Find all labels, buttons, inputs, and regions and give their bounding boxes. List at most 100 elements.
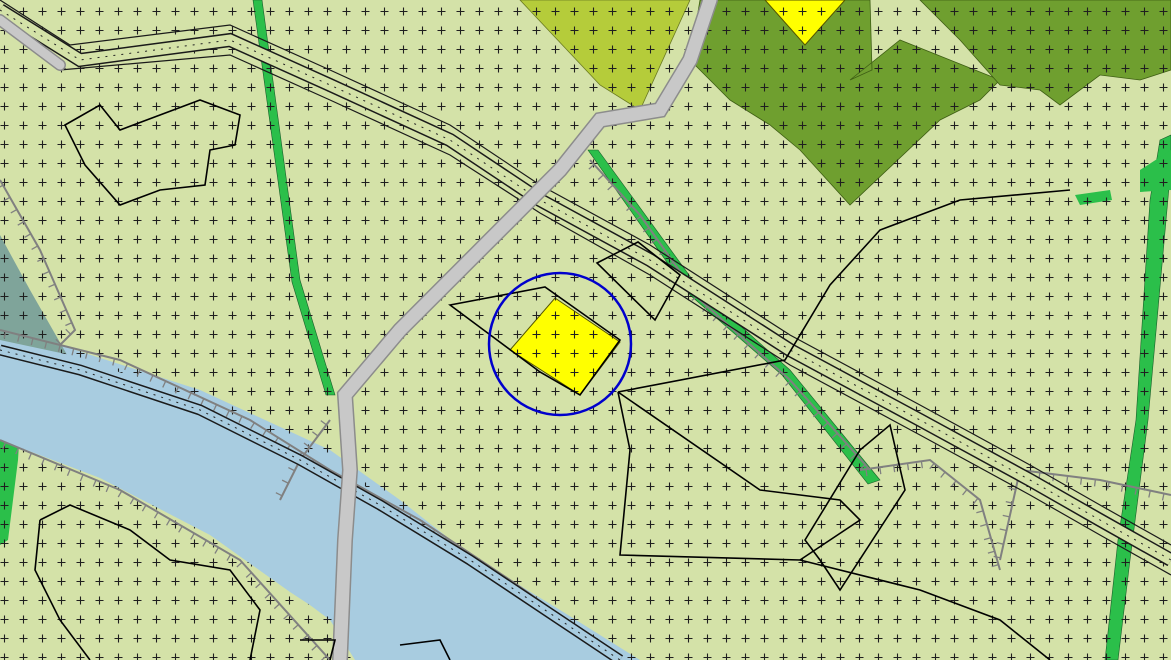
embankment-tick: [929, 462, 935, 470]
embankment-tick: [813, 411, 820, 418]
embankment-tick: [92, 479, 97, 487]
embankment-tick: [785, 380, 792, 387]
embankment-lines: [0, 159, 1171, 660]
embankment-tick: [976, 510, 984, 514]
embankment-tick: [153, 511, 159, 519]
embankment-tick: [225, 410, 230, 418]
embankment-tick: [616, 195, 623, 201]
embankment-tick: [48, 283, 56, 288]
embankment-tick: [44, 341, 48, 349]
embankment-tick: [607, 184, 614, 191]
embankment-tick: [1080, 477, 1083, 485]
embankment-tick: [850, 453, 857, 460]
embankment-tick: [55, 338, 62, 345]
embankment-tick: [98, 355, 102, 363]
embankment-tick: [794, 390, 801, 397]
embankment-tick: [261, 429, 267, 437]
embankment-tick: [1005, 501, 1013, 504]
embankment-tick: [320, 420, 327, 426]
embankment-tick: [996, 542, 1004, 545]
embankment-tick: [1008, 487, 1016, 491]
embankment-tick: [255, 582, 262, 589]
embankment-tick: [17, 221, 25, 226]
embankment-tick: [236, 561, 243, 568]
embankment-tick: [822, 422, 829, 428]
embankment-tick: [865, 469, 868, 477]
embankment-tick: [840, 443, 848, 449]
embankment-tick: [303, 442, 310, 448]
embankment-tick: [31, 245, 39, 251]
embankment-tick: [41, 458, 45, 466]
embankment-tick: [702, 305, 708, 313]
embankment-tick: [588, 163, 595, 170]
embankment-tick: [200, 398, 205, 406]
embankment-tick: [712, 315, 719, 322]
embankment-tick: [3, 196, 11, 202]
embankment-tick: [1002, 514, 1010, 518]
embankment-tick: [920, 461, 924, 469]
embankment-tick: [3, 331, 7, 339]
embankment-tick: [991, 564, 999, 568]
embankment-tick: [264, 593, 271, 599]
embankment-tick: [214, 547, 220, 554]
embankment-tick: [162, 380, 167, 388]
embankment-tick: [301, 634, 309, 641]
embankment-tick: [57, 344, 61, 352]
embankment-tick: [311, 645, 318, 651]
embankment-tick: [30, 338, 34, 346]
embankment-tick: [879, 467, 882, 475]
embankment-tick: [906, 463, 910, 471]
embankment-tick: [951, 480, 957, 487]
embankment-tick: [987, 550, 995, 554]
embankment-tick: [722, 324, 729, 331]
embankment-tick: [626, 205, 633, 212]
embankment-tick: [1107, 481, 1110, 489]
embankment-tick: [859, 464, 866, 470]
embankment-tick: [53, 296, 61, 301]
embankment-tick: [112, 358, 116, 366]
embankment-tick: [1093, 479, 1097, 487]
embankment-tick: [0, 184, 4, 188]
embankment-tick: [124, 363, 129, 371]
embankment-tick: [273, 603, 280, 610]
embankment-tick: [190, 533, 195, 540]
embankment-tick: [281, 479, 289, 484]
embankment-tick: [651, 238, 658, 244]
embankment-tick: [66, 468, 71, 476]
embankment-tick: [149, 374, 154, 382]
embankment-tick: [980, 523, 988, 527]
parcel-boundary: [34, 99, 1071, 660]
embankment-tick: [174, 386, 179, 394]
embankment-tick: [893, 465, 896, 473]
embankment-tick: [15, 447, 20, 455]
embankment-tick: [117, 490, 123, 498]
embankment-tick: [202, 540, 207, 547]
embankment-tick: [42, 270, 50, 275]
embankment-tick: [1161, 493, 1165, 501]
selection-circle[interactable]: [487, 271, 633, 417]
embankment-tick: [129, 497, 135, 505]
embankment-tick: [65, 322, 73, 327]
embankment-tick: [972, 497, 979, 505]
embankment-tick: [166, 518, 171, 526]
embankment-tick: [65, 328, 72, 335]
embankment-tick: [226, 554, 232, 561]
embankment-tick: [292, 624, 299, 630]
embankment-tick: [275, 492, 283, 497]
embankment-tick: [250, 422, 255, 429]
embankment-tick: [37, 257, 45, 262]
embankment-tick: [831, 432, 838, 439]
embankment-tick: [940, 471, 946, 478]
embankment-tick: [187, 392, 192, 400]
embankment-tick: [53, 463, 58, 471]
embankment-tick: [105, 485, 110, 493]
embankment-tick: [28, 452, 32, 460]
embankment-tick: [983, 537, 991, 541]
embankment-tick: [775, 371, 781, 378]
embankment-tick: [1148, 490, 1151, 498]
road: [0, 0, 718, 660]
embankment-tick: [1066, 475, 1069, 483]
